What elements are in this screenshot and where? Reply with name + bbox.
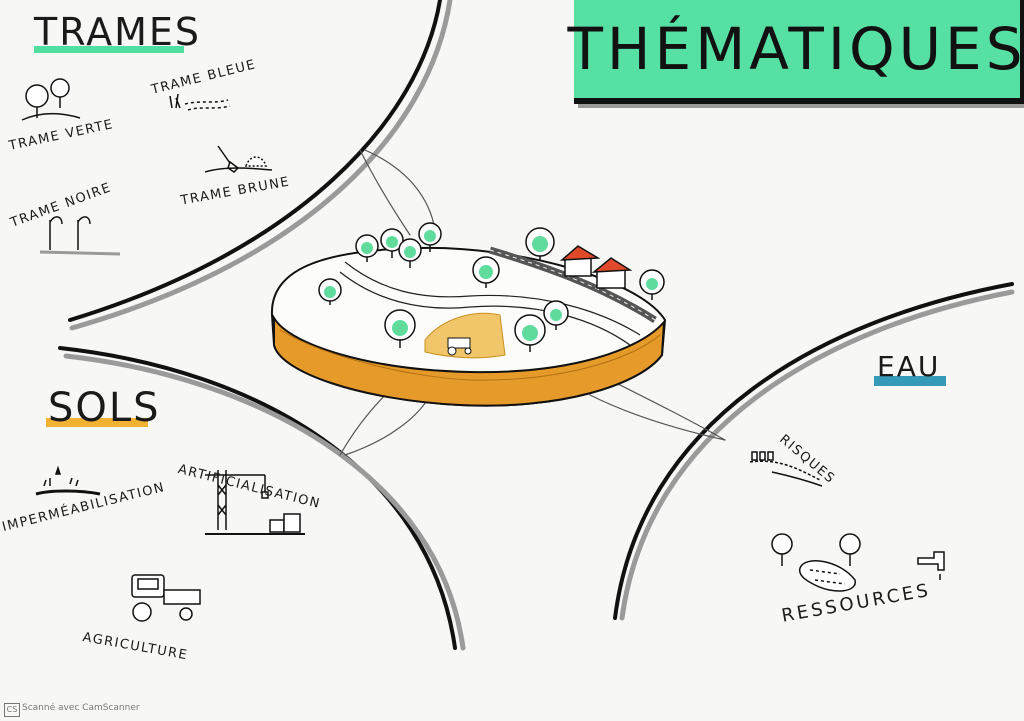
- landscape-island: [270, 245, 667, 407]
- trames-underline: [34, 46, 184, 53]
- reeds-icon: [169, 93, 231, 111]
- houses-icon: [559, 245, 633, 289]
- eau-icons: [749, 451, 945, 592]
- tree-icon: [21, 78, 81, 121]
- sols-icons: [35, 465, 305, 622]
- trames-icons: [21, 78, 273, 256]
- title-banner: THÉMATIQUES: [568, 0, 1024, 104]
- tap-icon: [917, 551, 945, 580]
- flood-icon: [749, 451, 823, 487]
- tractor-icon: [131, 574, 201, 622]
- eau-heading: EAU: [877, 350, 941, 383]
- crane-icon: [205, 470, 305, 535]
- tree-icon: [543, 300, 569, 330]
- connector-top: [359, 149, 411, 236]
- tree-icon: [771, 533, 861, 566]
- sols-underline: [46, 418, 148, 427]
- trames-heading: TRAMES: [34, 10, 201, 54]
- pond-icon: [798, 560, 856, 592]
- tree-icon: [318, 278, 342, 305]
- tree-icon: [355, 234, 379, 262]
- rain-drop-icon: [35, 465, 101, 496]
- tree-icon: [380, 228, 404, 258]
- trees: [318, 222, 665, 352]
- tree-icon: [472, 256, 500, 288]
- streetlamp-icon: [39, 216, 121, 256]
- tree-icon: [418, 222, 442, 252]
- sols-heading: SOLS: [48, 385, 161, 431]
- scanner-watermark: Scanné avec CamScanner: [22, 703, 140, 713]
- river: [344, 261, 641, 336]
- page-title: THÉMATIQUES: [567, 15, 1024, 83]
- arc-top-left: [68, 0, 442, 322]
- eau-underline: [874, 376, 946, 386]
- tree-icon: [398, 238, 422, 268]
- tree-icon: [525, 227, 555, 260]
- connector-right: [589, 394, 726, 441]
- arc-right: [613, 282, 1014, 620]
- tractor-icon: [447, 337, 472, 356]
- camscanner-logo: CS: [4, 703, 20, 717]
- field: [424, 312, 506, 359]
- tree-icon: [639, 269, 665, 300]
- soil-layer: [273, 314, 666, 407]
- quadrant-arcs: [58, 0, 1015, 651]
- shovel-icon: [204, 145, 273, 173]
- tree-icon: [384, 309, 416, 348]
- tree-icon: [514, 314, 546, 352]
